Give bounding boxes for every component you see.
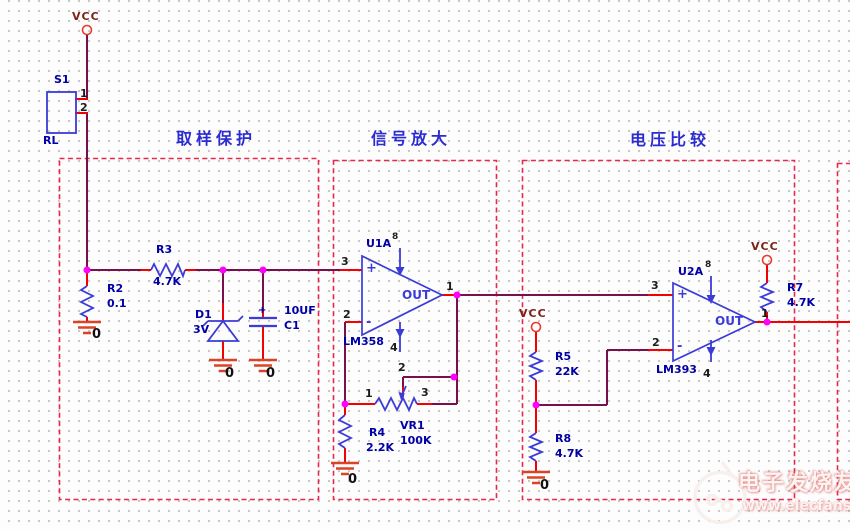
ground-symbol [522, 470, 550, 485]
section-title-sampling: 取样保护 [176, 129, 257, 148]
label-r2-ref: R2 [107, 282, 124, 295]
label-u2a-part: LM393 [656, 363, 697, 376]
section-title-compare: 电压比较 [630, 130, 711, 149]
watermark-url: www.elecfans.com [742, 498, 850, 514]
ground-label: 0 [348, 472, 358, 487]
pin-u2a-1: 1 [761, 307, 769, 320]
pin-u1a-8: 8 [392, 232, 399, 242]
section-box-partial [836, 162, 850, 501]
ground-symbol [331, 461, 359, 476]
potentiometer-vr1 [374, 385, 418, 413]
pin-u2a-3: 3 [651, 279, 659, 292]
u1a-out-label: OUT [402, 288, 431, 302]
pin-vr1-1: 1 [365, 387, 373, 400]
resistor-r8 [527, 432, 545, 462]
u1a-inverting-sign: - [366, 315, 372, 330]
vcc-symbol [761, 254, 773, 266]
label-vr1-ref: VR1 [400, 419, 425, 432]
pin-u2a-2: 2 [652, 336, 660, 349]
pin-u1a-3: 3 [341, 255, 349, 268]
resistor-r5 [527, 351, 545, 381]
u2a-noninverting-sign: + [677, 287, 688, 302]
vcc-label: VCC [519, 307, 547, 320]
pin-u2a-4: 4 [703, 367, 711, 380]
ground-symbol [73, 320, 101, 335]
ground-label: 0 [540, 478, 550, 493]
u2a-inverting-sign: - [677, 339, 683, 354]
ground-symbol [249, 358, 277, 373]
label-c1-val: 10UF [284, 304, 316, 317]
label-c1-polarity: + [258, 305, 267, 316]
pin-vr1-3: 3 [421, 386, 429, 399]
junction-dots [83, 266, 771, 409]
label-u1a-ref: U1A [366, 237, 392, 250]
pin-u2a-8: 8 [705, 260, 712, 270]
label-r5-ref: R5 [555, 350, 572, 363]
section-box-compare [521, 159, 796, 501]
label-d1-ref: D1 [195, 308, 212, 321]
resistor-r2 [78, 285, 96, 318]
section-box-amplify [332, 159, 498, 501]
pin-u1a-1: 1 [446, 280, 454, 293]
ground-label: 0 [92, 327, 102, 342]
pin-u1a-2: 2 [343, 308, 351, 321]
label-r4-val: 2.2K [366, 441, 395, 454]
ground-label: 0 [266, 366, 276, 381]
opamp-u1a [361, 248, 444, 352]
opamp-u2a [672, 276, 757, 363]
capacitor-c1 [249, 316, 277, 328]
vcc-label: VCC [72, 10, 100, 23]
vcc-symbol [81, 24, 93, 36]
label-r5-val: 22K [555, 365, 579, 378]
resistor-r4 [336, 414, 354, 449]
label-r8-val: 4.7K [555, 447, 584, 460]
label-r4-ref: R4 [369, 426, 386, 439]
label-d1-val: 3V [193, 323, 210, 336]
label-s1-val: RL [43, 134, 59, 147]
ground-label: 0 [225, 366, 235, 381]
section-title-amplify: 信号放大 [371, 129, 452, 148]
label-s1-ref: S1 [54, 73, 70, 86]
label-c1-ref: C1 [284, 319, 300, 332]
section-box-sampling [58, 157, 320, 501]
vcc-label: VCC [751, 240, 779, 253]
watermark-brand: 电子发烧友 [738, 471, 850, 496]
label-r7-ref: R7 [787, 281, 804, 294]
pin-u1a-4: 4 [390, 341, 398, 354]
label-r3-val: 4.7K [153, 275, 182, 288]
ground-symbol [209, 358, 237, 373]
pin-s1-2: 2 [80, 101, 88, 114]
pin-s1-1: 1 [80, 87, 88, 100]
label-u1a-part: LM358 [343, 335, 384, 348]
pin-vr1-2: 2 [398, 361, 406, 374]
label-u2a-ref: U2A [678, 265, 704, 278]
u2a-out-label: OUT [715, 314, 744, 328]
label-r3-ref: R3 [156, 243, 173, 256]
pin-leads [75, 98, 850, 472]
label-r2-val: 0.1 [107, 297, 127, 310]
label-r7-val: 4.7K [787, 296, 816, 309]
zener-d1 [202, 315, 244, 342]
resistor-r3 [150, 261, 186, 279]
label-r8-ref: R8 [555, 432, 572, 445]
label-vr1-val: 100K [400, 434, 432, 447]
u1a-noninverting-sign: + [366, 261, 377, 276]
switch-s1-body [46, 91, 77, 134]
resistor-r7 [758, 282, 776, 313]
watermark-logo-icon [693, 460, 747, 525]
vcc-symbol [530, 321, 542, 333]
